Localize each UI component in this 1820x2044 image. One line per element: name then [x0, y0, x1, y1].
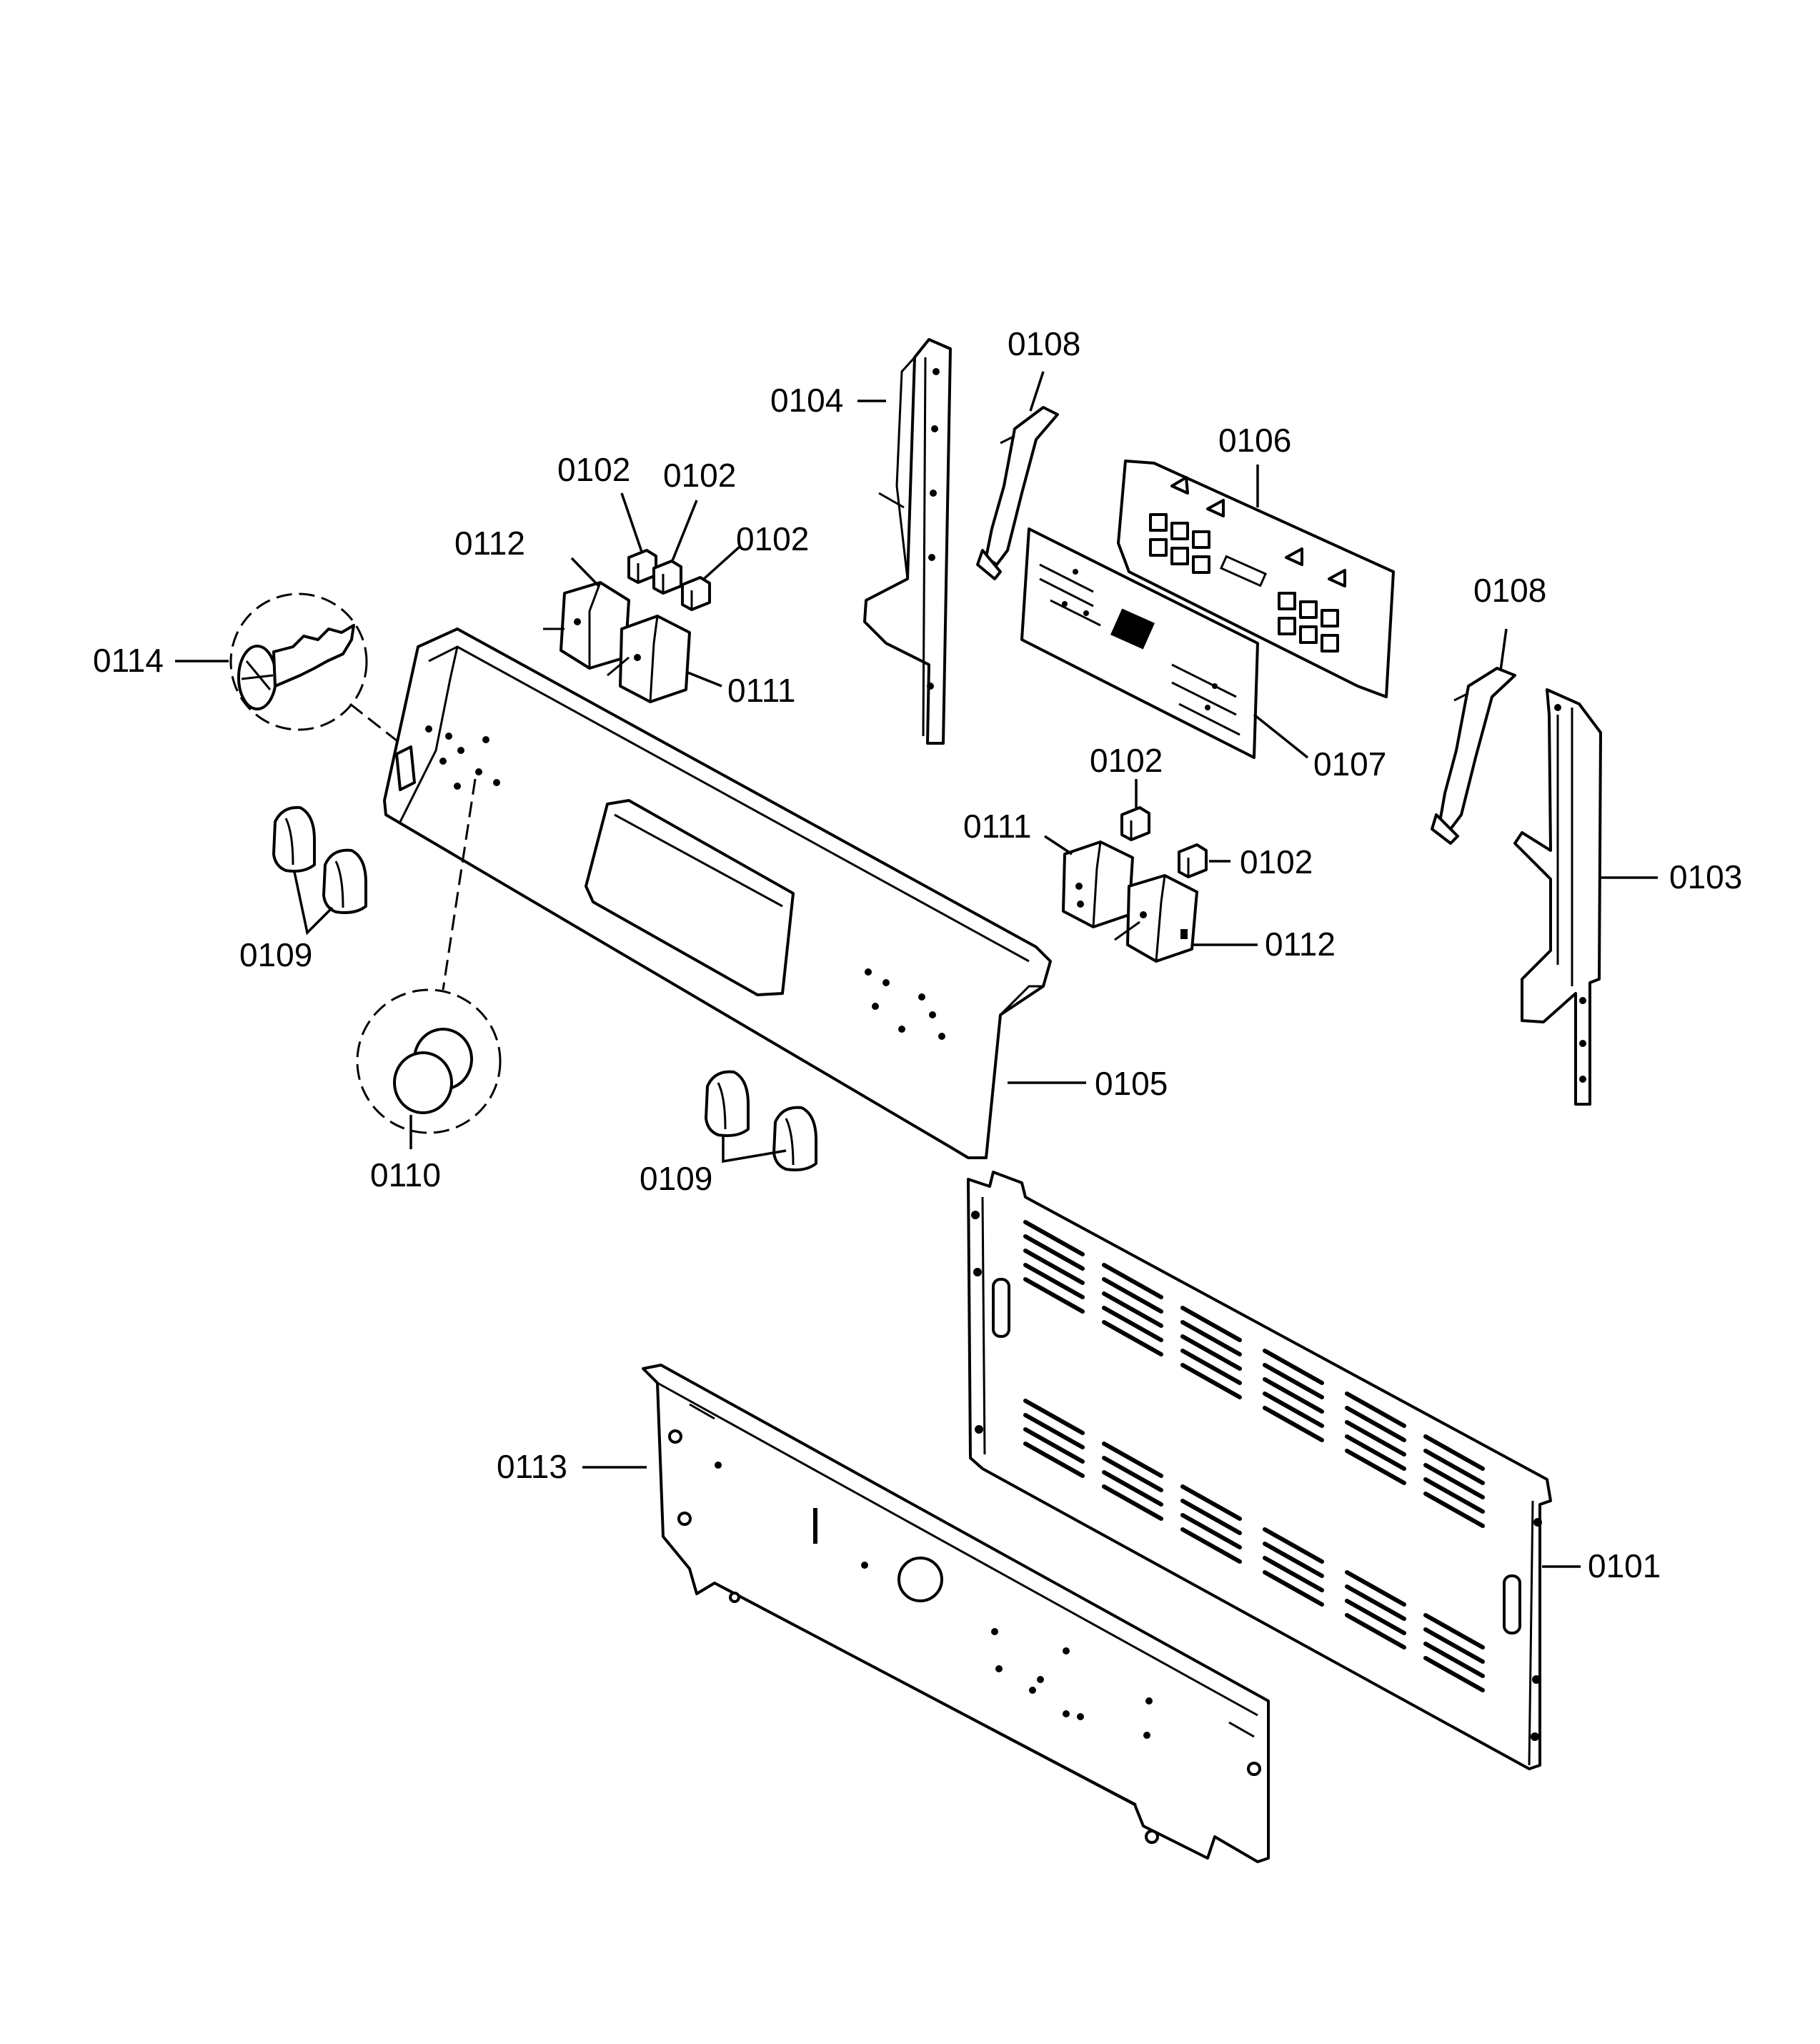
callout-0102-d: 0102 [1090, 742, 1163, 779]
part-0111-infinite-switch-upper[interactable] [607, 615, 691, 703]
part-0102-switch-b[interactable] [652, 560, 682, 595]
callout-0106: 0106 [1218, 422, 1291, 459]
part-0102-switch-a[interactable] [627, 549, 657, 584]
part-0102-switch-c[interactable] [681, 576, 711, 611]
callout-0108-upper: 0108 [1008, 325, 1080, 362]
callout-0110: 0110 [370, 1156, 441, 1194]
part-0102-switch-e[interactable] [1178, 843, 1208, 878]
leader-0108-upper [1029, 371, 1045, 412]
part-0109-knob-left-b[interactable] [322, 848, 367, 914]
leader-0109-left [293, 871, 334, 936]
detail-line-0114 [349, 703, 401, 745]
part-0112-infinite-switch-upper[interactable] [543, 581, 630, 670]
callout-0101: 0101 [1588, 1547, 1661, 1584]
part-0104-left-bracket[interactable] [863, 338, 952, 745]
callout-0108-lower: 0108 [1473, 572, 1546, 609]
callout-0102-a: 0102 [557, 451, 630, 488]
callout-0102-b: 0102 [663, 457, 736, 494]
board-keypad-left [1149, 513, 1210, 574]
callout-0113: 0113 [497, 1448, 567, 1485]
callout-0105: 0105 [1095, 1065, 1168, 1102]
part-0108-clip-upper[interactable] [976, 406, 1059, 580]
part-0103-right-bracket[interactable] [1513, 688, 1602, 1106]
part-0107-overlay[interactable] [1020, 527, 1259, 759]
part-0105-control-panel[interactable] [383, 627, 1052, 1159]
part-0106-control-board[interactable] [1117, 460, 1395, 698]
callout-0112-lower: 0112 [1265, 926, 1336, 963]
part-0114-screw[interactable] [237, 624, 355, 710]
detail-circle-0114 [229, 592, 368, 731]
part-0110-knob[interactable] [393, 1028, 473, 1114]
part-0108-clip-lower[interactable] [1431, 667, 1516, 845]
leader-0109-center [722, 1136, 787, 1164]
callout-0103: 0103 [1669, 858, 1742, 896]
part-0113-lower-panel[interactable] [642, 1364, 1270, 1863]
callout-0111-lower: 0111 [963, 808, 1032, 845]
leader-0102-c [702, 545, 741, 580]
leader-0111-lower [1044, 835, 1073, 855]
part-0109-knob-left-a[interactable] [272, 805, 316, 873]
leader-0111-upper [685, 670, 722, 688]
part-0112-infinite-switch-lower[interactable] [1114, 874, 1198, 963]
callout-0114: 0114 [93, 642, 164, 679]
detail-line-0110 [442, 778, 477, 991]
callout-0107: 0107 [1313, 745, 1386, 783]
callout-0104: 0104 [770, 382, 843, 419]
leader-0102-b [670, 500, 698, 563]
part-0101-rear-panel[interactable] [967, 1171, 1552, 1770]
board-keypad-right [1278, 592, 1339, 653]
leader-0107 [1253, 713, 1309, 759]
callout-0109-center: 0109 [640, 1160, 712, 1197]
part-0109-knob-center-b[interactable] [772, 1106, 817, 1171]
part-0102-switch-d[interactable] [1120, 806, 1150, 841]
detail-circle-0110 [356, 988, 502, 1134]
part-0111-infinite-switch-lower[interactable] [1062, 840, 1134, 928]
callout-0102-c: 0102 [736, 520, 809, 557]
rear-panel-louvers [1023, 1220, 1485, 1692]
leader-0112-upper [570, 557, 600, 587]
part-0109-knob-center-a[interactable] [705, 1070, 750, 1137]
callout-0112-upper: 0112 [454, 525, 525, 562]
callout-0111-upper: 0111 [727, 672, 796, 709]
callout-0109-left: 0109 [239, 936, 312, 973]
leader-0102-a [620, 492, 643, 552]
leader-0108-lower [1499, 628, 1508, 671]
callout-0102-e: 0102 [1240, 843, 1313, 880]
